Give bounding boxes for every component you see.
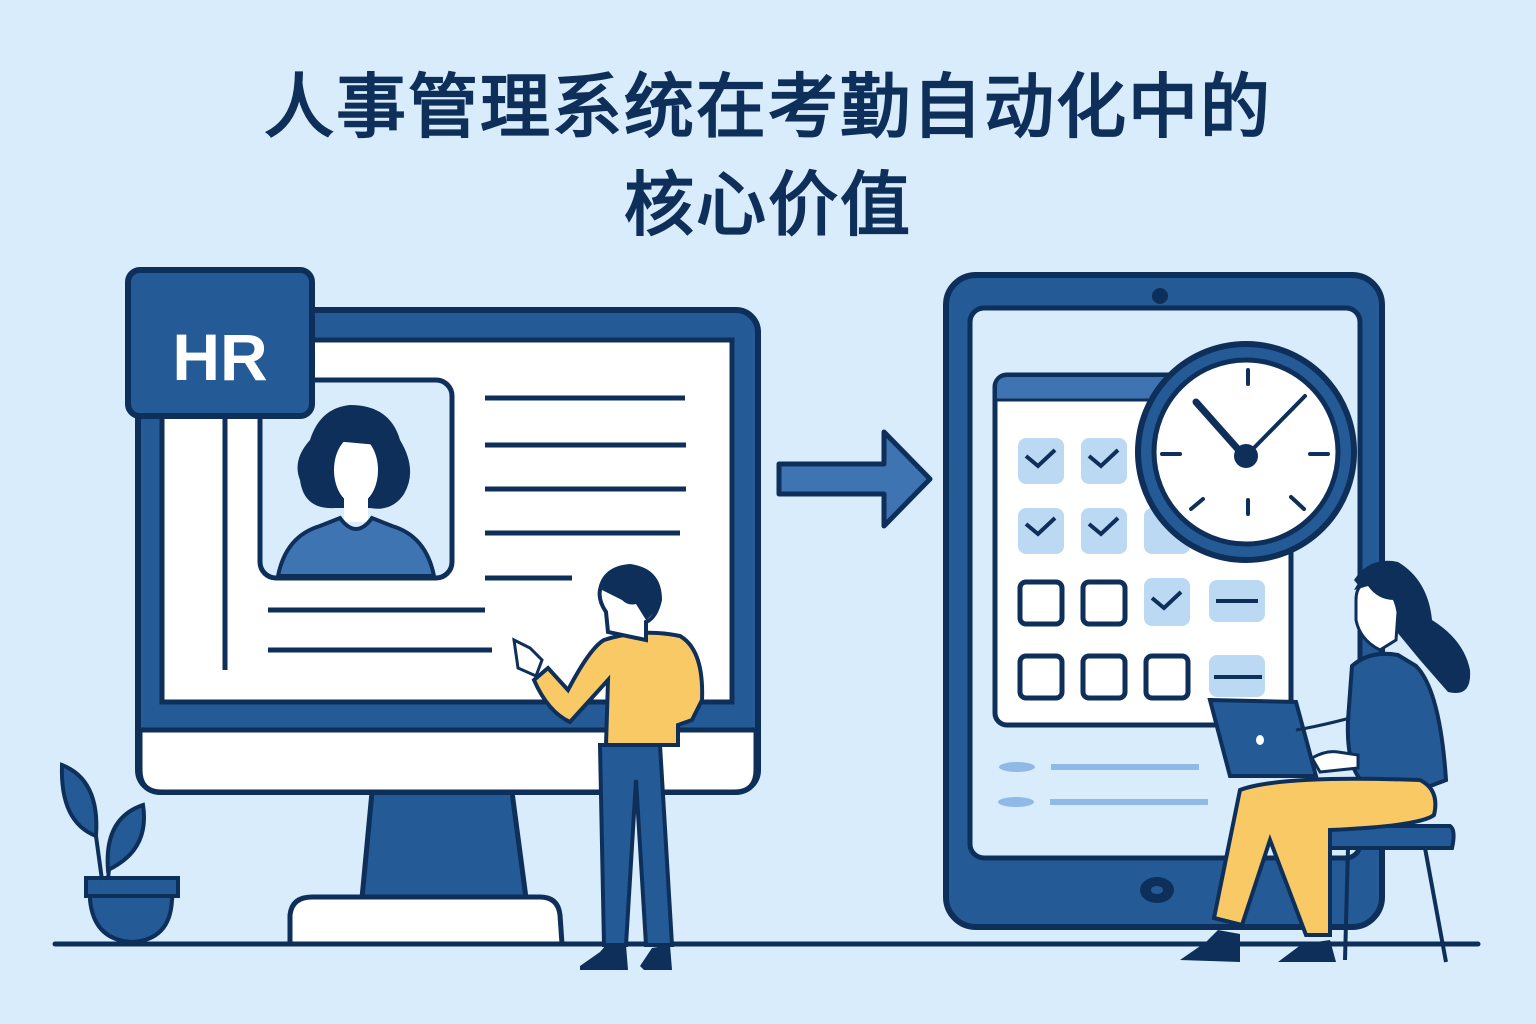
plant-icon (59, 762, 180, 945)
hr-badge-label: HR (172, 320, 267, 394)
clock-icon (1135, 341, 1357, 563)
attendance-grid (1017, 438, 1265, 701)
list-lines (998, 762, 1208, 807)
page-title-line-2: 核心价值 (624, 164, 912, 246)
man-figure (512, 563, 705, 970)
arrow-right-icon (776, 429, 933, 529)
checkbox-icon (1024, 448, 1057, 469)
hr-badge-icon: HR (125, 267, 315, 419)
profile-text-lines (268, 395, 686, 653)
woman-figure (1180, 560, 1471, 963)
page-title-line-1: 人事管理系统在考勤自动化中的 (264, 66, 1272, 148)
profile-avatar-icon (257, 377, 455, 581)
